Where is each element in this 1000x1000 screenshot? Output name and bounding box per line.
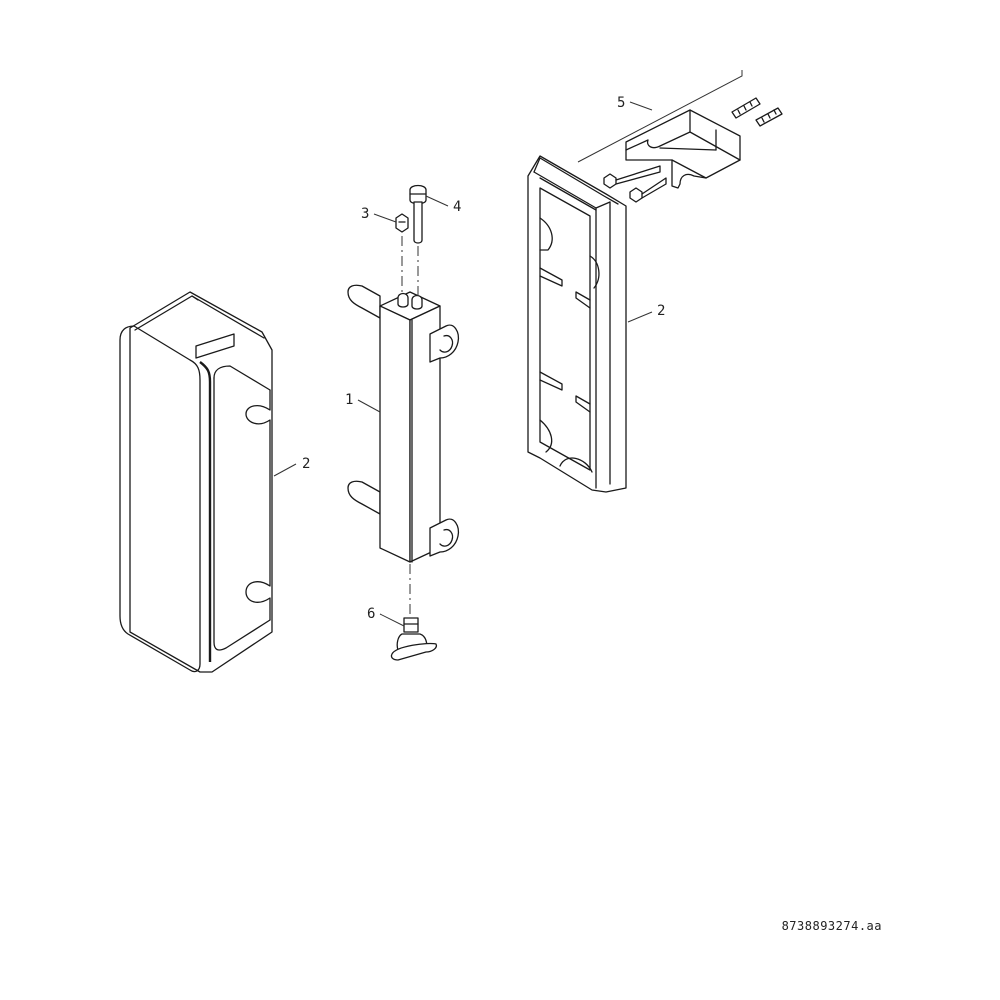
insulation-shell-rear <box>527 155 627 493</box>
leader-4 <box>425 195 449 207</box>
hydraulic-separator <box>347 284 460 563</box>
leader-1 <box>357 399 381 413</box>
drain-cock <box>390 617 438 661</box>
callout-2-left: 2 <box>302 456 310 472</box>
leader-2-left <box>273 463 297 477</box>
callout-6: 6 <box>367 606 375 622</box>
drawing-number: 8738893274.aa <box>781 919 882 933</box>
insulation-shell-front <box>119 291 273 673</box>
wall-bracket-set <box>577 70 783 203</box>
vent-nut <box>395 213 409 233</box>
callout-4: 4 <box>453 199 461 215</box>
callout-2-right: 2 <box>657 303 665 319</box>
immersion-sleeve <box>409 184 427 244</box>
callout-3: 3 <box>361 206 369 222</box>
callout-1: 1 <box>345 392 353 408</box>
callout-5: 5 <box>617 95 625 111</box>
leader-5 <box>629 101 653 111</box>
leader-3 <box>373 213 397 223</box>
leader-2-right <box>627 311 653 323</box>
leader-6 <box>379 613 405 627</box>
